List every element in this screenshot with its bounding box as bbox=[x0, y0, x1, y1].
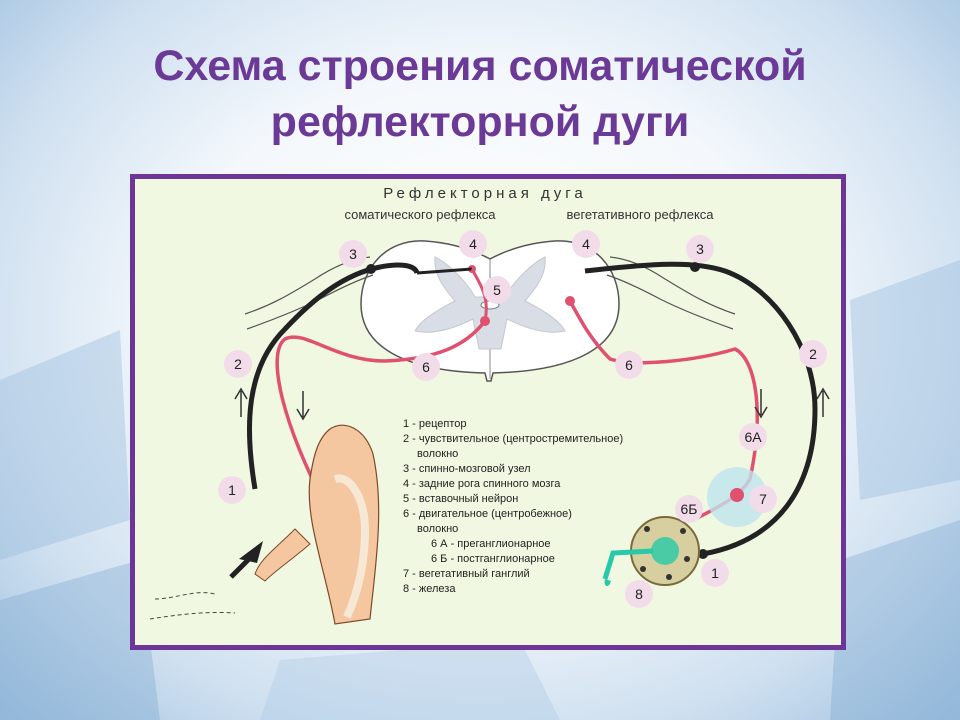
legend-item: 6 А - преганглионарное bbox=[431, 538, 551, 550]
marker-r6a: 6А bbox=[739, 423, 767, 451]
legend-item: 6 - двигательное (центробежное) bbox=[403, 508, 572, 520]
marker-r4: 4 bbox=[572, 230, 600, 258]
legend: 1 - рецептор 2 - чувствительное (центрос… bbox=[403, 417, 703, 597]
marker-l4: 4 bbox=[459, 230, 487, 258]
gland-duct bbox=[602, 548, 654, 580]
right-sensory-fiber bbox=[584, 261, 818, 557]
legend-item: 8 - железа bbox=[403, 583, 456, 595]
right-spinal-ganglion bbox=[690, 262, 700, 272]
left-spinal-ganglion bbox=[366, 264, 376, 274]
arrow-down-right bbox=[754, 389, 768, 419]
figure-header: Рефлекторная дуга bbox=[383, 185, 587, 202]
marker-l2: 2 bbox=[224, 350, 252, 378]
title-line-1: Схема строения соматической bbox=[153, 42, 807, 90]
legend-item: 3 - спинно-мозговой узел bbox=[403, 463, 531, 475]
arrow-up-right bbox=[816, 387, 830, 417]
reflex-arc-drawing bbox=[149, 240, 830, 625]
marker-l1: 1 bbox=[218, 476, 246, 504]
left-motor-fiber bbox=[275, 319, 487, 505]
spinal-cord bbox=[360, 240, 620, 382]
legend-item: 4 - задние рога спинного мозга bbox=[403, 478, 561, 490]
marker-l5: 5 bbox=[483, 276, 511, 304]
arm-illustration bbox=[149, 424, 380, 625]
legend-item: 2 - чувствительное (центростремительное) bbox=[403, 433, 624, 445]
slide-title: Схема строения соматической рефлекторной… bbox=[0, 38, 960, 150]
arrow-down-left bbox=[296, 391, 310, 421]
legend-item: 5 - вставочный нейрон bbox=[403, 493, 519, 505]
somatic-caption: соматического рефлекса bbox=[344, 207, 496, 222]
legend-item: волокно bbox=[417, 523, 459, 535]
gland bbox=[602, 516, 700, 587]
legend-item: волокно bbox=[417, 448, 459, 460]
legend-item: 1 - рецептор bbox=[403, 418, 467, 430]
title-line-2: рефлекторной дуги bbox=[270, 98, 690, 146]
marker-r6b: 6Б bbox=[675, 495, 703, 523]
legend-item: 7 - вегетативный ганглий bbox=[403, 568, 530, 580]
vegetative-caption: вегетативного рефлекса bbox=[566, 207, 714, 222]
arrow-up-left bbox=[234, 387, 248, 417]
legend-item: 6 Б - постганглионарное bbox=[431, 553, 555, 565]
stimulus-arrow bbox=[239, 541, 263, 563]
marker-r2: 2 bbox=[799, 340, 827, 368]
marker-r7: 7 bbox=[749, 485, 777, 513]
reflex-arc-figure: Рефлекторная дуга соматического рефлекса… bbox=[130, 174, 846, 650]
marker-l3: 3 bbox=[339, 240, 367, 268]
marker-r8: 8 bbox=[625, 580, 653, 608]
left-sensory-fiber bbox=[246, 262, 420, 490]
marker-r3: 3 bbox=[686, 235, 714, 263]
marker-r6: 6 bbox=[615, 351, 643, 379]
marker-r1: 1 bbox=[701, 559, 729, 587]
right-dorsal-root bbox=[609, 256, 736, 315]
marker-l6: 6 bbox=[412, 353, 440, 381]
